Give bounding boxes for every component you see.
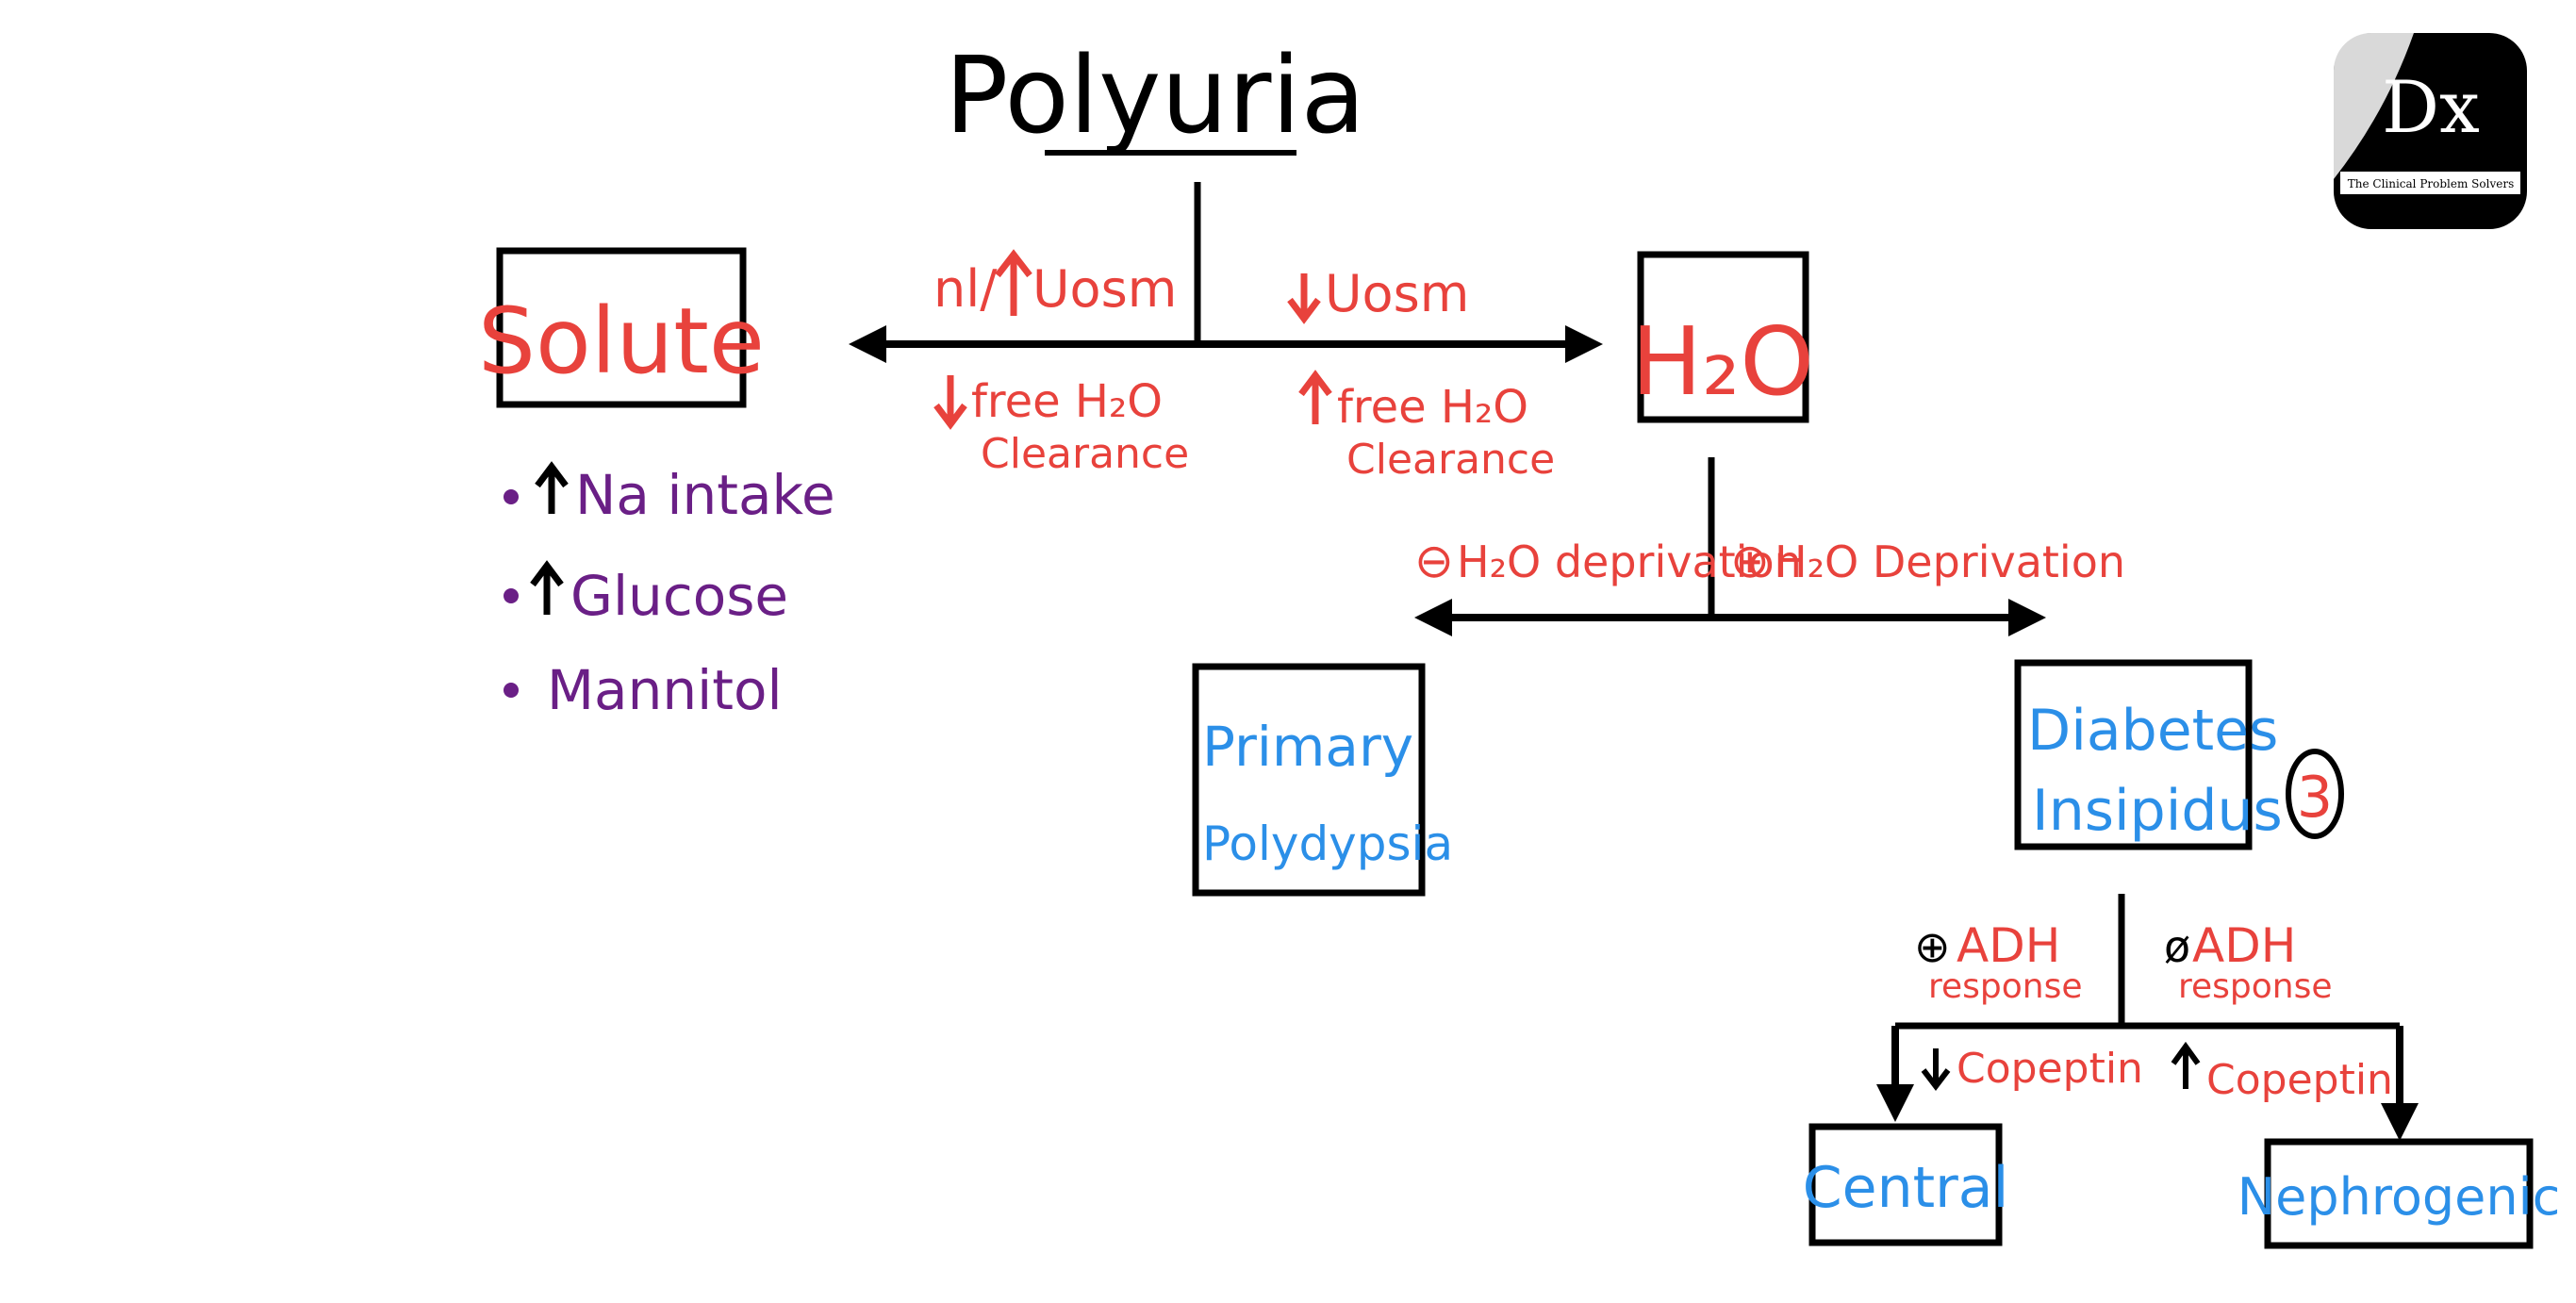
solute-causes-list: Na intake Glucose Mannitol [504,461,835,722]
logo-highlight [2334,33,2414,179]
cause-2-up-arrow-icon [530,560,564,615]
left-clearance-down-arrow-icon [933,375,967,430]
right-clearance-up-arrow-icon [1298,370,1332,424]
diagram-title: Polyuria [945,35,1365,157]
cause-1-label: Na intake [575,463,835,527]
right-clearance-line1: free H₂O [1337,381,1528,434]
left-uosm-text: Uosm [1032,259,1177,319]
left-clearance-line2: Clearance [981,430,1189,478]
copeptin-left-label: Copeptin [1957,1045,2143,1093]
cause-1-up-arrow-icon [535,461,569,514]
di-count: 3 [2297,765,2333,831]
copeptin-right-up-arrow-icon [2171,1041,2201,1089]
deprivation-right-sign: ⊕ [1730,534,1770,588]
adh-right-label: ADH [2192,918,2296,973]
logo-mark: Dx [2382,65,2480,149]
left-uosm-prefix: nl/ [933,259,998,319]
solute-label: Solute [478,289,765,394]
deprivation-right-label: H₂O Deprivation [1775,536,2125,587]
copeptin-left-down-arrow-icon [1921,1048,1951,1091]
logo-tagline-bar [2340,172,2520,194]
cause-2-label: Glucose [570,564,788,628]
adh-left-sub: response [1928,967,2083,1006]
di-line2: Insipidus [2032,778,2283,844]
right-clearance-line2: Clearance [1346,436,1555,484]
dx-logo: Dx The Clinical Problem Solvers [2334,33,2527,229]
adh-left-label: ADH [1957,918,2060,973]
right-clearance-label: free H₂O Clearance [1298,370,1555,484]
right-uosm-label: Uosm [1287,264,1469,324]
logo-tagline: The Clinical Problem Solvers [2348,177,2515,190]
deprivation-left-label: H₂O deprivation [1457,536,1802,587]
primary-polydypsia-box [1192,663,1426,897]
left-uosm-up-arrow-icon [995,249,1032,316]
primary-line2: Polydypsia [1202,816,1453,871]
cause-bullet-1 [504,489,519,504]
adh-left-sign: ⊕ [1914,921,1951,972]
deprivation-left-sign: ⊖ [1414,534,1454,588]
right-uosm-text: Uosm [1325,264,1469,323]
diabetes-insipidus-box [2014,659,2253,850]
adh-right-sign: ø [2164,921,2190,972]
central-label: Central [1803,1155,2008,1221]
cause-bullet-3 [504,683,519,698]
water-label: H₂O [1631,306,1814,417]
primary-line1: Primary [1202,715,1413,779]
copeptin-right-label: Copeptin [2206,1056,2393,1104]
right-uosm-down-arrow-icon [1287,273,1321,324]
left-uosm-label: nl/ Uosm [933,249,1177,319]
solute-box [496,247,747,408]
water-box [1637,251,1809,423]
cause-3-label: Mannitol [547,658,783,722]
left-clearance-label: free H₂O Clearance [933,375,1189,478]
cause-bullet-2 [504,588,519,603]
nephrogenic-box [2264,1138,2534,1249]
di-count-circle [2286,749,2344,839]
left-clearance-line1: free H₂O [971,375,1163,428]
nephrogenic-label: Nephrogenic [2237,1167,2561,1227]
di-line1: Diabetes [2027,698,2278,764]
adh-right-sub: response [2178,967,2333,1006]
central-box [1808,1123,2003,1246]
